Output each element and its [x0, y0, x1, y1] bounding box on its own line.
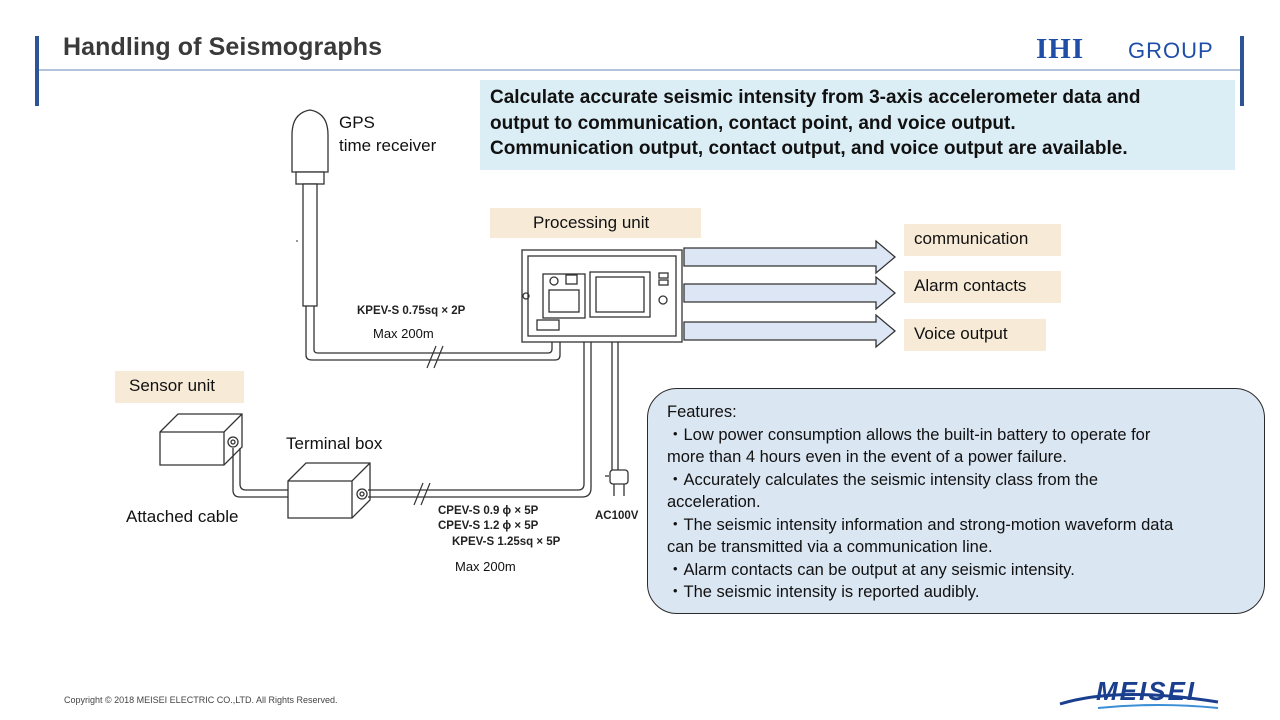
header-divider: [39, 69, 1240, 71]
gps-cable-spec: KPEV-S 0.75sq × 2P: [357, 305, 466, 317]
feature-line: ・The seismic intensity information and s…: [667, 515, 1174, 534]
gps-cable-max: Max 200m: [373, 326, 434, 341]
processing-unit-device: [521, 249, 683, 343]
header-accent-right: [1240, 36, 1244, 106]
sensor-cable-spec-1: CPEV-S 0.9 ϕ × 5P: [438, 505, 539, 517]
header-accent-left: [35, 36, 39, 106]
feature-line: ・The seismic intensity is reported audib…: [667, 583, 980, 601]
ihi-logo-group: GROUP: [1128, 38, 1214, 63]
output-alarm-label: Alarm contacts: [904, 271, 1061, 303]
output-arrows: [683, 239, 897, 349]
gps-pole: [302, 183, 318, 307]
cable-break-marks: [413, 345, 444, 506]
terminal-box-device: [287, 462, 371, 519]
ac-plug-icon: [609, 469, 629, 485]
feature-line: ・Low power consumption allows the built-…: [667, 425, 1151, 444]
summary-box: Calculate accurate seismic intensity fro…: [480, 80, 1235, 170]
summary-line: Communication output, contact output, an…: [490, 138, 1128, 159]
feature-line: can be transmitted via a communication l…: [667, 538, 993, 556]
gps-antenna-base: [295, 171, 325, 185]
gps-label-sub: time receiver: [339, 136, 437, 155]
ac-power-label: AC100V: [595, 510, 639, 522]
copyright: Copyright © 2018 MEISEI ELECTRIC CO.,LTD…: [64, 695, 338, 705]
output-voice-label: Voice output: [904, 319, 1046, 351]
processing-unit-label: Processing unit: [490, 208, 701, 238]
feature-line: ・Accurately calculates the seismic inten…: [667, 470, 1098, 489]
sensor-cable-max: Max 200m: [455, 559, 516, 574]
feature-line: more than 4 hours even in the event of a…: [667, 448, 1067, 466]
output-communication-label: communication: [904, 224, 1061, 256]
terminal-box-label: Terminal box: [286, 434, 383, 453]
features-panel: Features: ・Low power consumption allows …: [647, 388, 1265, 614]
ihi-logo: IHI: [1036, 33, 1085, 65]
sensor-cable-spec-3: KPEV-S 1.25sq × 5P: [452, 536, 561, 548]
meisei-logo-swoosh: [1059, 692, 1219, 709]
gps-label: GPS: [339, 113, 375, 132]
feature-line: acceleration.: [667, 493, 761, 511]
page-title: Handling of Seismographs: [63, 33, 383, 61]
meisei-logo: MEISEI: [1096, 676, 1197, 706]
sensor-cable-spec-2: CPEV-S 1.2 ϕ × 5P: [438, 520, 539, 532]
features-heading: Features:: [667, 403, 737, 421]
feature-line: ・Alarm contacts can be output at any sei…: [667, 560, 1075, 579]
gps-antenna-icon: [291, 109, 329, 173]
sensor-unit-label: Sensor unit: [115, 371, 244, 403]
sensor-unit-device: [159, 413, 243, 466]
summary-line: Calculate accurate seismic intensity fro…: [490, 87, 1141, 108]
summary-line: output to communication, contact point, …: [490, 112, 1016, 134]
attached-cable-label: Attached cable: [126, 507, 239, 526]
